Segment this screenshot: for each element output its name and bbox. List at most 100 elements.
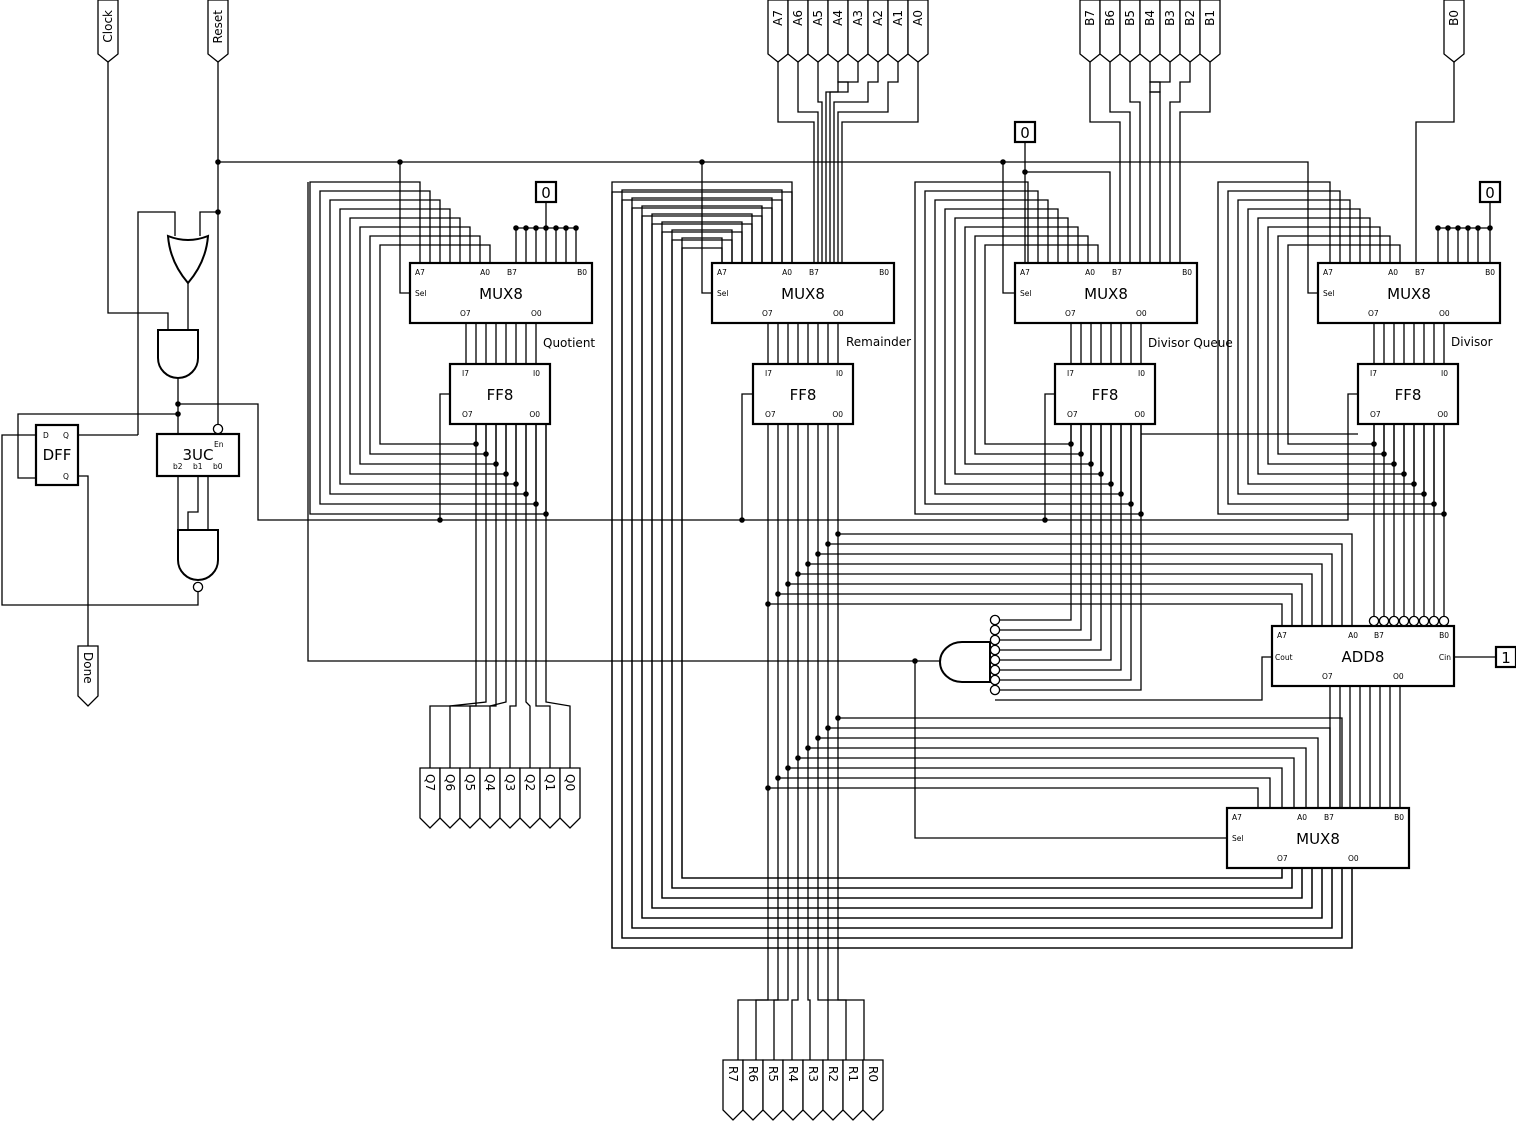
wire (349, 217, 507, 475)
pin-sel: Sel (717, 289, 728, 298)
wire (817, 424, 829, 1060)
wire (319, 190, 537, 505)
wire (841, 62, 919, 263)
register-label-divisor-queue: Divisor Queue (1148, 336, 1233, 350)
pin-i0: I0 (533, 369, 540, 378)
junction-dot (533, 501, 539, 507)
pin-sel: Sel (415, 289, 426, 298)
input-pin-a1 (887, 0, 909, 63)
pin-b7: B7 (1374, 631, 1384, 640)
junction-dot (503, 471, 509, 477)
junction-dot (1401, 471, 1407, 477)
wire (818, 737, 1319, 808)
pin-o7: O7 (1370, 410, 1381, 419)
input-pin-b0-label: B0 (1447, 10, 1461, 26)
junction-dot (523, 225, 529, 231)
junction-dots (175, 159, 1493, 791)
pin-a7: A7 (1232, 813, 1242, 822)
pin-o7: O7 (462, 410, 473, 419)
output-pin-q4 (479, 767, 501, 829)
output-pin-r2 (822, 1059, 844, 1121)
output-pin-q1-label: Q1 (543, 774, 557, 791)
pin-b7: B7 (1415, 268, 1425, 277)
junction-dot (543, 511, 549, 517)
inverter-bubble (989, 664, 1001, 676)
output-pin-q2 (519, 767, 541, 829)
pin-a0: A0 (1348, 631, 1358, 640)
wire (1227, 190, 1435, 505)
output-pin-q3 (499, 767, 521, 829)
pin-o7: O7 (1322, 672, 1333, 681)
and-gate-zero-check (939, 641, 991, 683)
input-pin-a7-label: A7 (771, 10, 785, 26)
ff8-remainder (751, 362, 855, 426)
junction-dot (815, 551, 821, 557)
wire (768, 787, 1259, 808)
wire (995, 424, 1082, 631)
wire (611, 181, 1353, 949)
const-zero-divisor-value: 0 (1485, 184, 1495, 202)
output-pin-r5-label: R5 (766, 1066, 780, 1082)
pin-o7: O7 (460, 309, 471, 318)
pin-b1: b1 (193, 462, 203, 471)
register-label-quotient: Quotient (543, 336, 595, 350)
done-output-pin (77, 645, 99, 707)
wire (1129, 62, 1141, 263)
wire (807, 424, 811, 1060)
wire (829, 62, 859, 263)
pin-sel: Sel (1020, 289, 1031, 298)
junction-dot (563, 225, 569, 231)
register-label-divisor: Divisor (1451, 335, 1493, 349)
pin-i0: I0 (836, 369, 843, 378)
wire (1089, 62, 1121, 263)
inverter-bubble (212, 423, 224, 435)
wire (307, 182, 940, 662)
input-pin-a3 (847, 0, 869, 63)
inverter-bubble (1388, 615, 1400, 627)
junction-dot (523, 491, 529, 497)
junction-dot (513, 225, 519, 231)
junction-dot (1475, 225, 1481, 231)
wire-network (1, 62, 1496, 1060)
wire (17, 413, 178, 479)
pin-a0: A0 (480, 268, 490, 277)
output-pin-r0 (862, 1059, 884, 1121)
pin-b7: B7 (809, 268, 819, 277)
input-pin-b1 (1199, 0, 1221, 63)
output-pin-r7-label: R7 (726, 1066, 740, 1082)
pin-d: D (43, 431, 49, 440)
wire (1169, 62, 1191, 263)
pin-b0: B0 (1485, 268, 1495, 277)
wire (818, 553, 1333, 626)
pin-sel: Sel (1232, 834, 1243, 843)
inverter-bubble (989, 624, 1001, 636)
const-one-carry-in (1494, 645, 1516, 669)
junction-dot (835, 531, 841, 537)
pin-o7: O7 (1067, 410, 1078, 419)
junction-dot (1098, 471, 1104, 477)
pin-b0: b0 (213, 462, 223, 471)
wire (1415, 62, 1455, 263)
wire (828, 543, 1343, 626)
add8-subtractor (1270, 624, 1456, 688)
junction-dot (1371, 441, 1377, 447)
ff8-quotient (448, 362, 552, 426)
wire (773, 424, 789, 1060)
wire (525, 424, 531, 768)
input-pin-b7-label: B7 (1083, 10, 1097, 26)
wire (429, 424, 477, 768)
wire (741, 393, 753, 520)
pin-a0: A0 (782, 268, 792, 277)
output-pin-r5 (762, 1059, 784, 1121)
dff-done-latch (34, 423, 80, 487)
junction-dot (493, 461, 499, 467)
pin-i7: I7 (765, 369, 772, 378)
input-pin-a7 (767, 0, 789, 63)
junction-dot (1431, 501, 1437, 507)
mux8-remainder (710, 261, 896, 325)
junction-dot (1435, 225, 1441, 231)
const-zero-divisor-queue (1013, 120, 1037, 144)
pin-a7: A7 (1277, 631, 1287, 640)
junction-dot (513, 481, 519, 487)
